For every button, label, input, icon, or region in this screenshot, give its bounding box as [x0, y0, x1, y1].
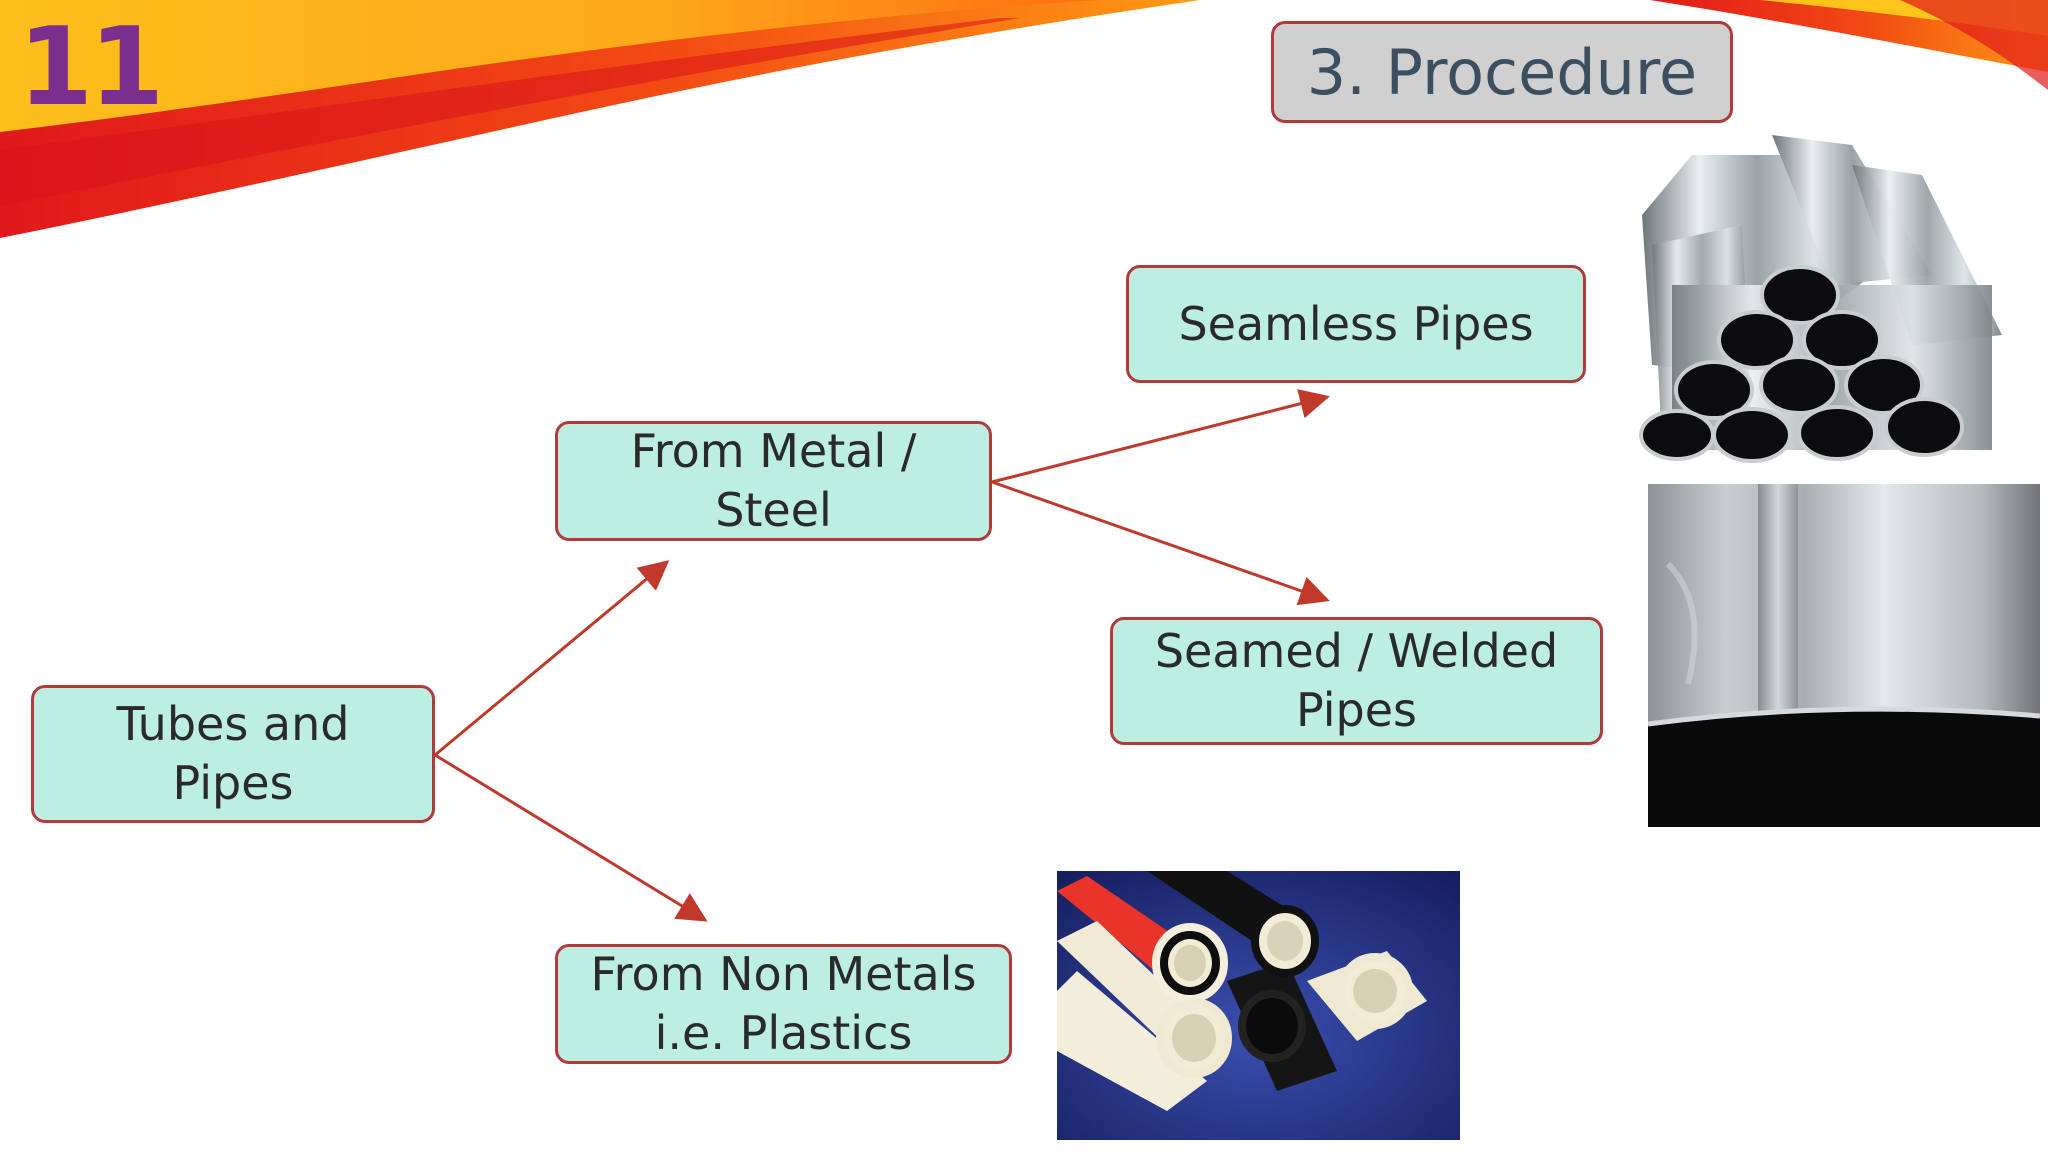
node-label: Seamless Pipes: [1178, 296, 1534, 351]
node-label: From Non Metals i.e. Plastics: [590, 947, 977, 1060]
section-title: 3. Procedure: [1271, 21, 1733, 123]
arrow-to-welded: [991, 480, 1330, 606]
node-seamed-welded-pipes: Seamed / Welded Pipes: [1110, 617, 1603, 745]
seamless-pipes-photo: [1632, 135, 2012, 465]
arrow-to-metal: [434, 560, 670, 757]
welded-pipe-photo: [1648, 484, 2040, 827]
node-from-non-metals: From Non Metals i.e. Plastics: [555, 944, 1012, 1064]
arrow-to-seamless: [991, 389, 1330, 484]
node-from-metal-steel: From Metal / Steel: [555, 421, 992, 541]
node-label: Tubes and Pipes: [116, 697, 350, 810]
slide-number: 11: [18, 5, 164, 130]
arrow-to-nonmetal: [434, 753, 708, 922]
plastic-pipes-photo: [1057, 871, 1460, 1140]
node-label: Seamed / Welded Pipes: [1154, 624, 1559, 737]
node-label: From Metal / Steel: [630, 424, 917, 537]
node-seamless-pipes: Seamless Pipes: [1126, 265, 1586, 383]
banner-swoosh: [0, 0, 2048, 238]
node-tubes-and-pipes: Tubes and Pipes: [31, 685, 435, 823]
